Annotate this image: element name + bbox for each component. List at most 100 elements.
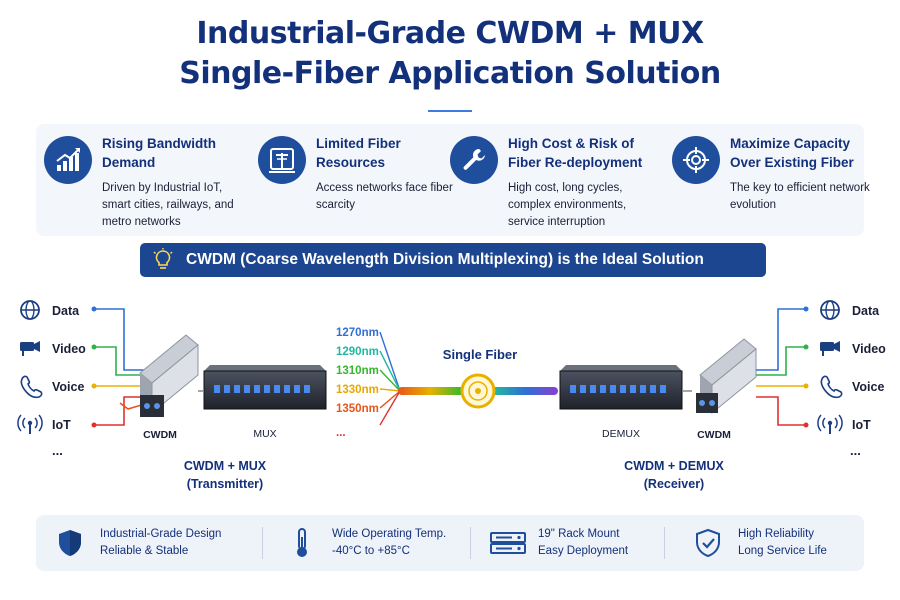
output-more-ellipsis: ... [850,443,861,458]
thermometer-icon [282,527,322,559]
input-more-ellipsis: ... [52,443,63,458]
feature-line2: -40°C to +85°C [332,545,410,557]
camera-icon [20,341,40,356]
feature-temperature: Wide Operating Temp. -40°C to +85°C [282,515,446,571]
challenge-card-cost: High Cost & Risk of Fiber Re-deployment … [442,124,652,236]
antenna-icon [817,414,843,434]
fiber-cross-section-icon [460,373,496,409]
feature-line2: Long Service Life [738,545,827,557]
camera-icon [820,341,840,356]
challenge-title: Limited Fiber Resources [316,136,401,170]
data-line [94,308,148,371]
challenge-title: Maximize Capacity Over Existing Fiber [730,136,854,170]
left-input-lines [94,308,149,426]
banner-text: CWDM (Coarse Wavelength Division Multipl… [186,251,704,268]
wavelength-1310: 1310nm [336,365,379,377]
challenge-desc: High cost, long cycles, complex environm… [508,182,627,228]
single-fiber-label: Single Fiber [443,347,517,362]
wavelength-1350: 1350nm [336,403,379,415]
output-iot: IoT [817,414,871,434]
input-label: Data [52,304,80,318]
challenge-desc: The key to efficient network evolution [730,182,870,211]
page-title: Industrial-Grade CWDM + MUX Single-Fiber… [0,14,900,94]
receiver-label: CWDM + DEMUX [624,459,724,473]
title-underline [428,110,472,112]
input-data: Data [20,300,80,320]
challenge-card-bandwidth: Rising Bandwidth Demand Driven by Indust… [36,124,246,236]
left-cwdm-module: CWDM [139,334,199,441]
transmitter-label: CWDM + MUX [184,459,267,473]
feature-reliability: High Reliability Long Service Life [688,515,827,571]
feature-line1: 19" Rack Mount [538,528,620,540]
video-line [94,346,148,376]
challenge-desc: Driven by Industrial IoT, smart cities, … [102,182,234,228]
feature-divider [470,527,471,559]
feature-industrial: Industrial-Grade Design Reliable & Stabl… [50,515,221,571]
shield-icon [50,528,90,558]
iot-line [756,396,806,426]
challenge-card-capacity: Maximize Capacity Over Existing Fiber Th… [664,124,870,236]
data-line [756,308,806,371]
wavelength-1330: 1330nm [336,384,379,396]
antenna-icon [17,414,43,434]
challenge-title: High Cost & Risk of Fiber Re-deployment [508,136,643,170]
challenge-card-fiber: Limited Fiber Resources Access networks … [250,124,453,236]
transmitter-sublabel: (Transmitter) [187,477,263,491]
feature-rack-mount: 19" Rack Mount Easy Deployment [488,515,628,571]
feature-line1: High Reliability [738,528,815,540]
output-video: Video [820,341,886,356]
solution-banner: CWDM (Coarse Wavelength Division Multipl… [140,243,766,277]
wavelength-1270: 1270nm [336,327,379,339]
feature-line1: Wide Operating Temp. [332,528,447,540]
output-label: IoT [852,418,871,432]
phone-icon [820,375,843,399]
crosshair-target-icon [672,136,720,184]
output-label: Voice [852,380,884,394]
input-label: Video [52,342,86,356]
feature-divider [664,527,665,559]
challenges-panel: Rising Bandwidth Demand Driven by Indust… [36,124,870,236]
cwdm-diagram: Data Video Voice IoT ... [17,300,886,491]
mux-unit: MUX [203,365,327,440]
demux-label: DEMUX [602,428,640,440]
output-label: Video [852,342,886,356]
input-video: Video [20,341,86,356]
wrench-icon [450,136,498,184]
wavelength-rays [379,331,401,426]
globe-icon [820,300,840,320]
left-module-label: CWDM [143,429,177,441]
fiber-pole-icon [258,136,306,184]
feature-line2: Easy Deployment [538,545,629,557]
receiver-sublabel: (Receiver) [644,477,704,491]
input-label: IoT [52,418,71,432]
video-line [756,346,806,376]
challenge-desc: Access networks face fiber scarcity [316,182,453,211]
wavelength-more: ... [336,427,346,439]
lightbulb-icon [140,248,186,272]
right-module-label: CWDM [697,429,731,441]
iot-line [94,396,148,426]
phone-icon [20,375,43,399]
mux-label: MUX [253,428,276,440]
output-label: Data [852,304,880,318]
right-cwdm-module: CWDM [696,338,757,441]
right-output-lines [756,308,806,426]
wavelength-list: 1270nm 1290nm 1310nm 1330nm 1350nm ... [336,327,379,439]
challenge-title: Rising Bandwidth Demand [102,136,216,170]
feature-line1: Industrial-Grade Design [100,528,222,540]
input-iot: IoT [17,414,71,434]
title-line-2: Single-Fiber Application Solution [179,56,721,91]
input-label: Voice [52,380,84,394]
bar-chart-rising-icon [44,136,92,184]
globe-icon [20,300,40,320]
demux-unit: DEMUX [559,365,683,440]
wavelength-1290: 1290nm [336,346,379,358]
features-panel: Industrial-Grade Design Reliable & Stabl… [36,515,864,571]
output-data: Data [820,300,880,320]
output-voice: Voice [820,375,884,399]
input-voice: Voice [20,375,84,399]
feature-divider [262,527,263,559]
feature-line2: Reliable & Stable [100,545,189,557]
title-line-1: Industrial-Grade CWDM + MUX [196,16,704,51]
rack-mount-icon [488,531,528,555]
